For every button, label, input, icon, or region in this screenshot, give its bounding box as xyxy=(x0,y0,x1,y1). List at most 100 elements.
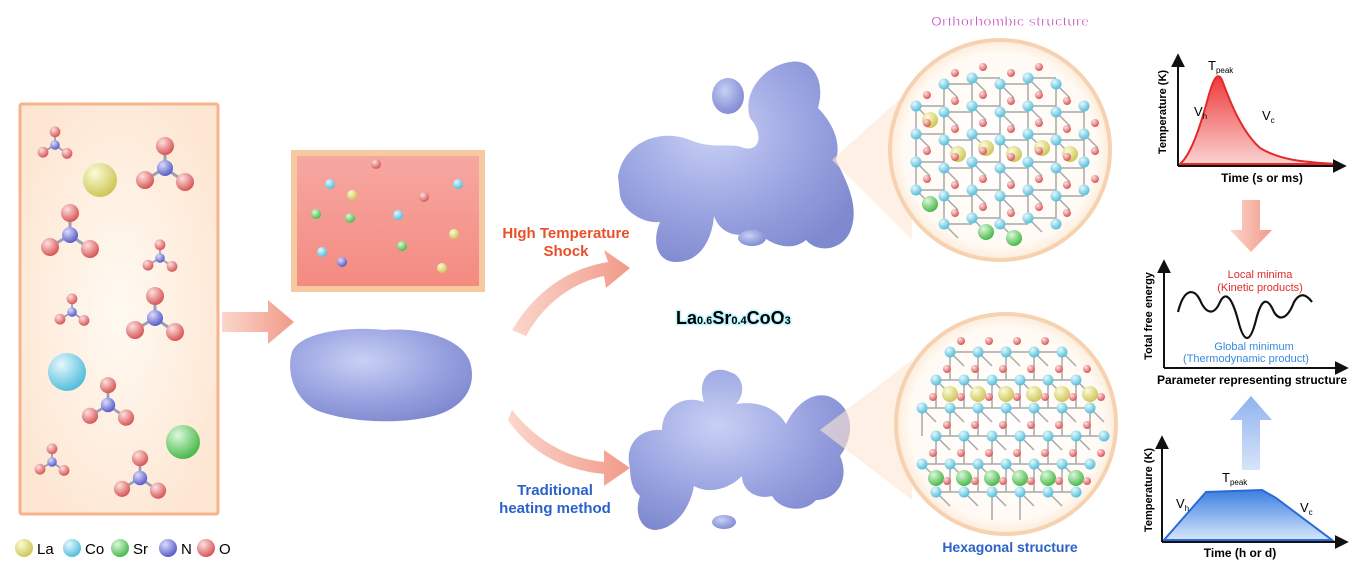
co-site xyxy=(1022,100,1034,112)
o-site xyxy=(979,119,987,127)
co-site xyxy=(1050,162,1062,174)
traditional-plot-tpeak: Tpeak xyxy=(1222,470,1248,487)
o-site xyxy=(1027,477,1035,485)
solution-particle xyxy=(449,229,459,239)
co-site xyxy=(972,346,984,358)
traditional-label-line1: Traditional xyxy=(517,482,593,499)
o-site xyxy=(951,125,959,133)
co-site xyxy=(966,100,978,112)
legend-item-la: La xyxy=(15,539,54,558)
o-site xyxy=(1063,209,1071,217)
o-site xyxy=(1035,119,1043,127)
o-site xyxy=(1013,393,1021,401)
co-site xyxy=(930,486,942,498)
solution-particle xyxy=(437,263,447,273)
o-site xyxy=(1069,449,1077,457)
co-site xyxy=(1028,346,1040,358)
o-site xyxy=(1007,153,1015,161)
hts-label-line1: HIgh Temperature xyxy=(502,225,629,242)
co-site xyxy=(1098,430,1110,442)
o-site xyxy=(971,365,979,373)
process-arrow-precursor xyxy=(222,300,294,344)
gel-blob xyxy=(290,328,473,422)
a-site xyxy=(978,224,994,240)
curved-arrow-traditional xyxy=(508,410,630,486)
legend-label: Sr xyxy=(133,541,148,558)
solution-particle xyxy=(371,159,381,169)
co-site xyxy=(1056,458,1068,470)
co-site xyxy=(1056,402,1068,414)
sr-atom xyxy=(166,425,200,459)
co-site xyxy=(1078,100,1090,112)
co-site xyxy=(958,430,970,442)
co-site xyxy=(938,218,950,230)
traditional-plot-ylabel: Temperature (K) xyxy=(1143,448,1155,532)
arrow-up-to-energy xyxy=(1230,396,1272,470)
la-atom xyxy=(83,163,117,197)
hts-plot-tpeak: Tpeak xyxy=(1208,58,1234,75)
nitrate-molecule xyxy=(37,126,73,159)
o-site xyxy=(951,181,959,189)
legend-label: La xyxy=(37,541,54,558)
o-site xyxy=(999,421,1007,429)
o-site xyxy=(1041,449,1049,457)
legend-label: O xyxy=(219,541,231,558)
legend-swatch xyxy=(15,539,33,557)
co-site xyxy=(1014,430,1026,442)
co-site xyxy=(938,162,950,174)
o-site xyxy=(943,365,951,373)
o-site xyxy=(999,477,1007,485)
co-site xyxy=(1084,402,1096,414)
o-site xyxy=(1013,449,1021,457)
solution-particle xyxy=(419,192,429,202)
hexagonal-circle xyxy=(894,312,1118,536)
solution-particle xyxy=(337,257,347,267)
co-site xyxy=(944,402,956,414)
o-site xyxy=(1063,181,1071,189)
orthorhombic-circle xyxy=(888,38,1112,262)
solution-particle xyxy=(347,190,357,200)
o-site xyxy=(1035,175,1043,183)
curved-arrow-hts xyxy=(512,250,630,336)
o-site xyxy=(1007,97,1015,105)
co-site xyxy=(966,128,978,140)
co-site xyxy=(930,430,942,442)
o-site xyxy=(943,477,951,485)
hts-plot-xlabel: Time (s or ms) xyxy=(1221,171,1303,185)
legend-label: Co xyxy=(85,541,104,558)
solution-particle xyxy=(325,179,335,189)
hts-temperature-plot: Temperature (K) Time (s or ms) Tpeak Vh … xyxy=(1157,53,1347,185)
a-site xyxy=(1026,386,1042,402)
co-site xyxy=(910,128,922,140)
hexagonal-label: Hexagonal structure xyxy=(942,539,1078,555)
o-site xyxy=(923,147,931,155)
a-site xyxy=(956,470,972,486)
o-site xyxy=(1055,421,1063,429)
co-site xyxy=(938,106,950,118)
o-site xyxy=(943,421,951,429)
co-site xyxy=(916,458,928,470)
legend-item-co: Co xyxy=(63,539,104,558)
nitrate-molecule xyxy=(136,137,194,191)
o-site xyxy=(1091,119,1099,127)
nitrate-molecule xyxy=(113,450,167,499)
co-site xyxy=(1014,486,1026,498)
co-site xyxy=(972,402,984,414)
legend-item-sr: Sr xyxy=(111,539,148,558)
solution-particles xyxy=(311,159,463,273)
nitrate-molecule xyxy=(34,443,70,476)
co-site xyxy=(1000,458,1012,470)
nitrate-molecule xyxy=(142,239,178,272)
product-blob-top xyxy=(618,61,854,262)
o-site xyxy=(1027,421,1035,429)
a-site xyxy=(1054,386,1070,402)
nitrate-molecule xyxy=(41,204,99,258)
a-site xyxy=(1006,230,1022,246)
nitrate-molecule xyxy=(126,287,184,341)
co-site xyxy=(910,156,922,168)
hts-plot-ylabel: Temperature (K) xyxy=(1157,70,1169,154)
o-site xyxy=(1055,365,1063,373)
co-site xyxy=(1070,430,1082,442)
a-site xyxy=(1082,386,1098,402)
solution-particle xyxy=(311,209,321,219)
